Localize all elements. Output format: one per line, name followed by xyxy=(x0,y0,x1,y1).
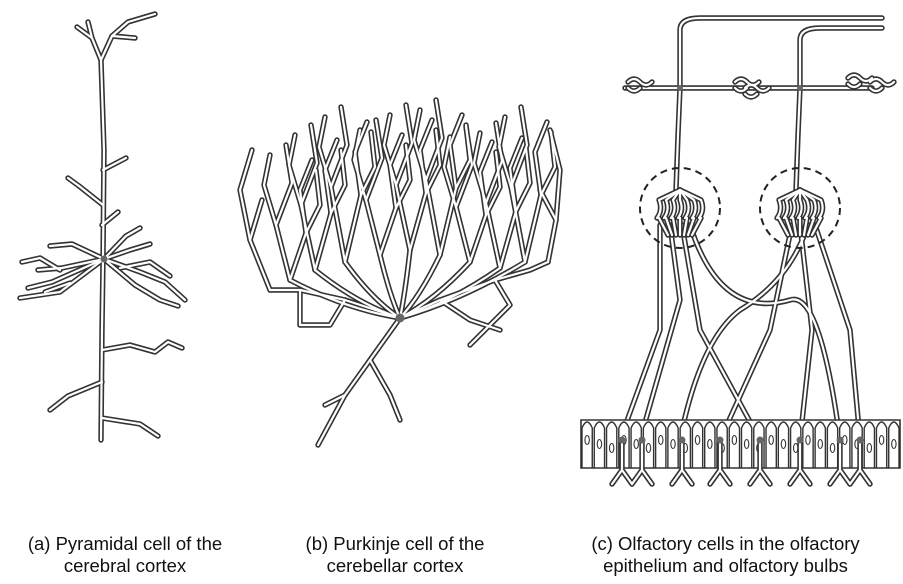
pyramidal-cell-drawing xyxy=(20,14,185,440)
purkinje-soma xyxy=(396,314,405,323)
caption-pyramidal: (a) Pyramidal cell of the cerebral corte… xyxy=(0,533,250,577)
purkinje-cell-drawing xyxy=(240,100,560,445)
pyramidal-soma xyxy=(101,256,108,263)
olfactory-cells-drawing xyxy=(581,18,900,484)
olfactory-epithelium xyxy=(581,420,900,484)
caption-olfactory: (c) Olfactory cells in the olfactory epi… xyxy=(553,533,898,577)
caption-purkinje: (b) Purkinje cell of the cerebellar cort… xyxy=(270,533,520,577)
